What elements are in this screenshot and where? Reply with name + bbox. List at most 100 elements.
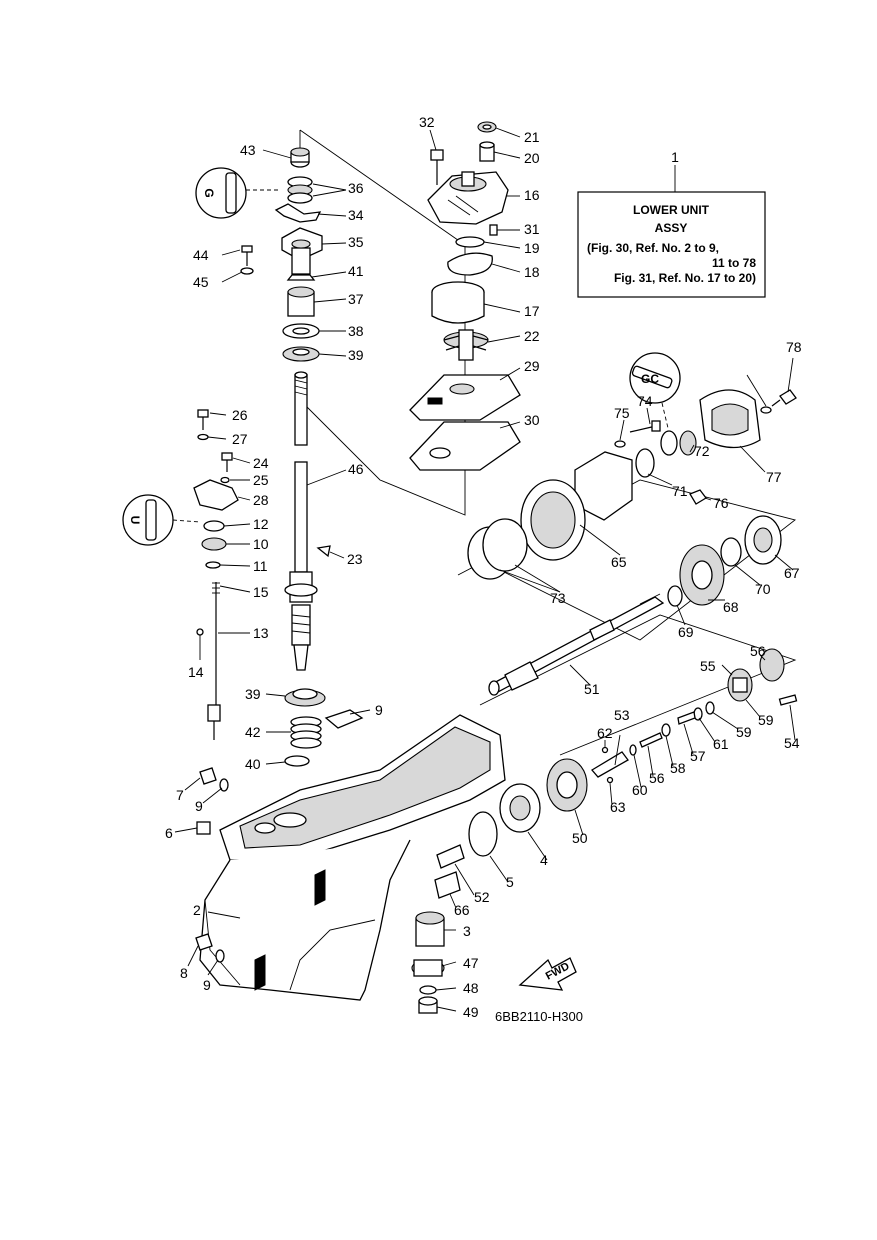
- callout-28: 27: [232, 431, 248, 447]
- callout-75: 76: [713, 495, 729, 511]
- title-line-5: Fig. 31, Ref. No. 17 to 20): [614, 271, 756, 285]
- callout-70: 71: [672, 483, 688, 499]
- callout-22: 21: [524, 129, 540, 145]
- callout-16: 15: [253, 584, 269, 600]
- callout-61-b: 60: [632, 782, 648, 798]
- callout-65: 66: [454, 902, 470, 918]
- svg-text:G: G: [202, 188, 216, 197]
- water-pump-assembly: [409, 121, 521, 471]
- callout-39: 39: [348, 347, 364, 363]
- callout-45: 44: [193, 247, 209, 263]
- callout-12: 11: [253, 558, 268, 574]
- callout-33: 32: [419, 114, 435, 130]
- callout-20: 19: [524, 240, 540, 256]
- leader-lines: [174, 127, 796, 1012]
- callout-23: 22: [524, 328, 540, 344]
- callout-18: 17: [524, 303, 540, 319]
- callout-55: 54: [784, 735, 800, 751]
- callout-37: 37: [348, 291, 364, 307]
- callout-25: 24: [253, 455, 269, 471]
- gear-case: [195, 714, 506, 1014]
- callout-54: 53: [614, 707, 630, 723]
- callout-50: 49: [463, 1004, 479, 1020]
- title-line-4: 11 to 78: [712, 256, 756, 270]
- callout-68: 69: [678, 624, 694, 640]
- callout-67: 68: [723, 599, 739, 615]
- callout-52: 51: [584, 681, 600, 697]
- title-line-2: ASSY: [655, 221, 688, 235]
- callout-47: 46: [348, 461, 364, 477]
- callout-14: 13: [253, 625, 269, 641]
- callout-72: 73: [550, 590, 566, 606]
- callout-30: 29: [524, 358, 540, 374]
- callout-2: 2: [193, 902, 201, 918]
- callout-21: 20: [524, 150, 540, 166]
- callout-9: 9: [195, 798, 203, 814]
- callout-3: 3: [463, 923, 471, 939]
- callout-63: 62: [597, 725, 613, 741]
- svg-text:U: U: [128, 516, 142, 525]
- callout-51: 50: [572, 830, 588, 846]
- callout-71: 72: [694, 443, 710, 459]
- callout-15: 14: [188, 664, 204, 680]
- callout-77: 78: [786, 339, 802, 355]
- callout-61: 59: [758, 712, 774, 728]
- callout-66: 67: [784, 565, 800, 581]
- callout-24: 23: [347, 551, 363, 567]
- callout-49: 48: [463, 980, 479, 996]
- callout-5: 5: [506, 874, 514, 890]
- figure-code: 6BB2110-H300: [495, 1009, 583, 1024]
- callout-59: 57: [690, 748, 706, 764]
- callout-29: 28: [253, 492, 269, 508]
- callout-69: 70: [755, 581, 771, 597]
- callout-4: 4: [540, 852, 548, 868]
- callout-1: 1: [671, 149, 679, 165]
- callout-46: 45: [193, 274, 209, 290]
- callout-19: 18: [524, 264, 540, 280]
- callout-48: 47: [463, 955, 479, 971]
- callout-34: 34: [348, 207, 364, 223]
- callout-27: 26: [232, 407, 248, 423]
- callout-9-b: 9: [203, 977, 211, 993]
- callout-53: 52: [474, 889, 490, 905]
- callout-36: 36: [348, 180, 364, 196]
- grease-icon: U: [122, 494, 201, 546]
- callout-42: 41: [348, 263, 364, 279]
- callout-17: 16: [524, 187, 540, 203]
- callout-76: 77: [766, 469, 782, 485]
- callout-11: 10: [253, 536, 269, 552]
- propeller-shaft-assembly: [468, 593, 798, 857]
- callout-31: 30: [524, 412, 540, 428]
- fwd-direction-arrow: FWD: [518, 957, 577, 991]
- callout-8: 8: [180, 965, 188, 981]
- callout-74: 75: [614, 405, 630, 421]
- callout-58: 56: [649, 770, 665, 786]
- callout-13: 12: [253, 516, 269, 532]
- callout-73: 74: [637, 393, 653, 409]
- callout-41: 40: [245, 756, 261, 772]
- callout-57: 56: [750, 643, 766, 659]
- callout-26: 25: [253, 472, 269, 488]
- callout-44: 43: [240, 142, 256, 158]
- callout-62: 61: [713, 736, 729, 752]
- callout-10: 9: [375, 702, 383, 718]
- callout-60: 59: [736, 724, 752, 740]
- title-line-1: LOWER UNIT: [633, 203, 710, 217]
- callout-64: 65: [611, 554, 627, 570]
- callout-43: 42: [245, 724, 261, 740]
- drive-shaft-assembly: [240, 147, 364, 767]
- callout-35: 35: [348, 234, 364, 250]
- callout-63-b: 63: [610, 799, 626, 815]
- propeller-shaft-housing: [467, 389, 797, 607]
- callout-6: 6: [165, 825, 173, 841]
- callout-56: 55: [700, 658, 716, 674]
- callout-38: 38: [348, 323, 364, 339]
- callout-40: 39: [245, 686, 261, 702]
- grease-icon: GC: [629, 352, 681, 429]
- title-box: 1 LOWER UNIT ASSY (Fig. 30, Ref. No. 2 t…: [577, 149, 766, 298]
- callout-numbers: 43 36 34 35 41 37 38 39 46 44 45 26 27 2…: [165, 114, 802, 1020]
- svg-text:GC: GC: [641, 372, 659, 386]
- callout-59-b: 58: [670, 760, 686, 776]
- callout-32: 31: [524, 221, 540, 237]
